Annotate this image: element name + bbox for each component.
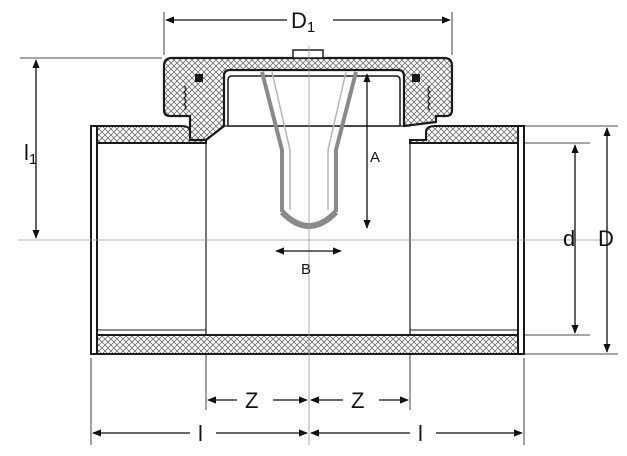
top-wall-left (90, 125, 207, 144)
seal-left (195, 74, 203, 82)
label-Z-left: Z (245, 388, 258, 413)
bottom-wall (90, 334, 525, 355)
label-l1: l1 (24, 140, 37, 168)
label-A: A (370, 149, 380, 166)
top-wall-right (409, 125, 525, 144)
label-D: D (598, 226, 614, 251)
label-D1: D1 (291, 8, 315, 36)
valve-cap (162, 49, 454, 142)
thread-left (183, 85, 187, 111)
label-d: d (563, 226, 575, 251)
label-Z-right: Z (351, 388, 364, 413)
thread-right (427, 85, 431, 111)
seal-right (412, 74, 420, 82)
cap-outer (162, 56, 454, 142)
label-l-left: l (198, 421, 203, 446)
label-B: B (301, 261, 311, 278)
centerlines (18, 46, 600, 445)
cap-nub (292, 49, 324, 59)
label-l-right: l (418, 421, 423, 446)
cap-cavity (227, 75, 401, 127)
